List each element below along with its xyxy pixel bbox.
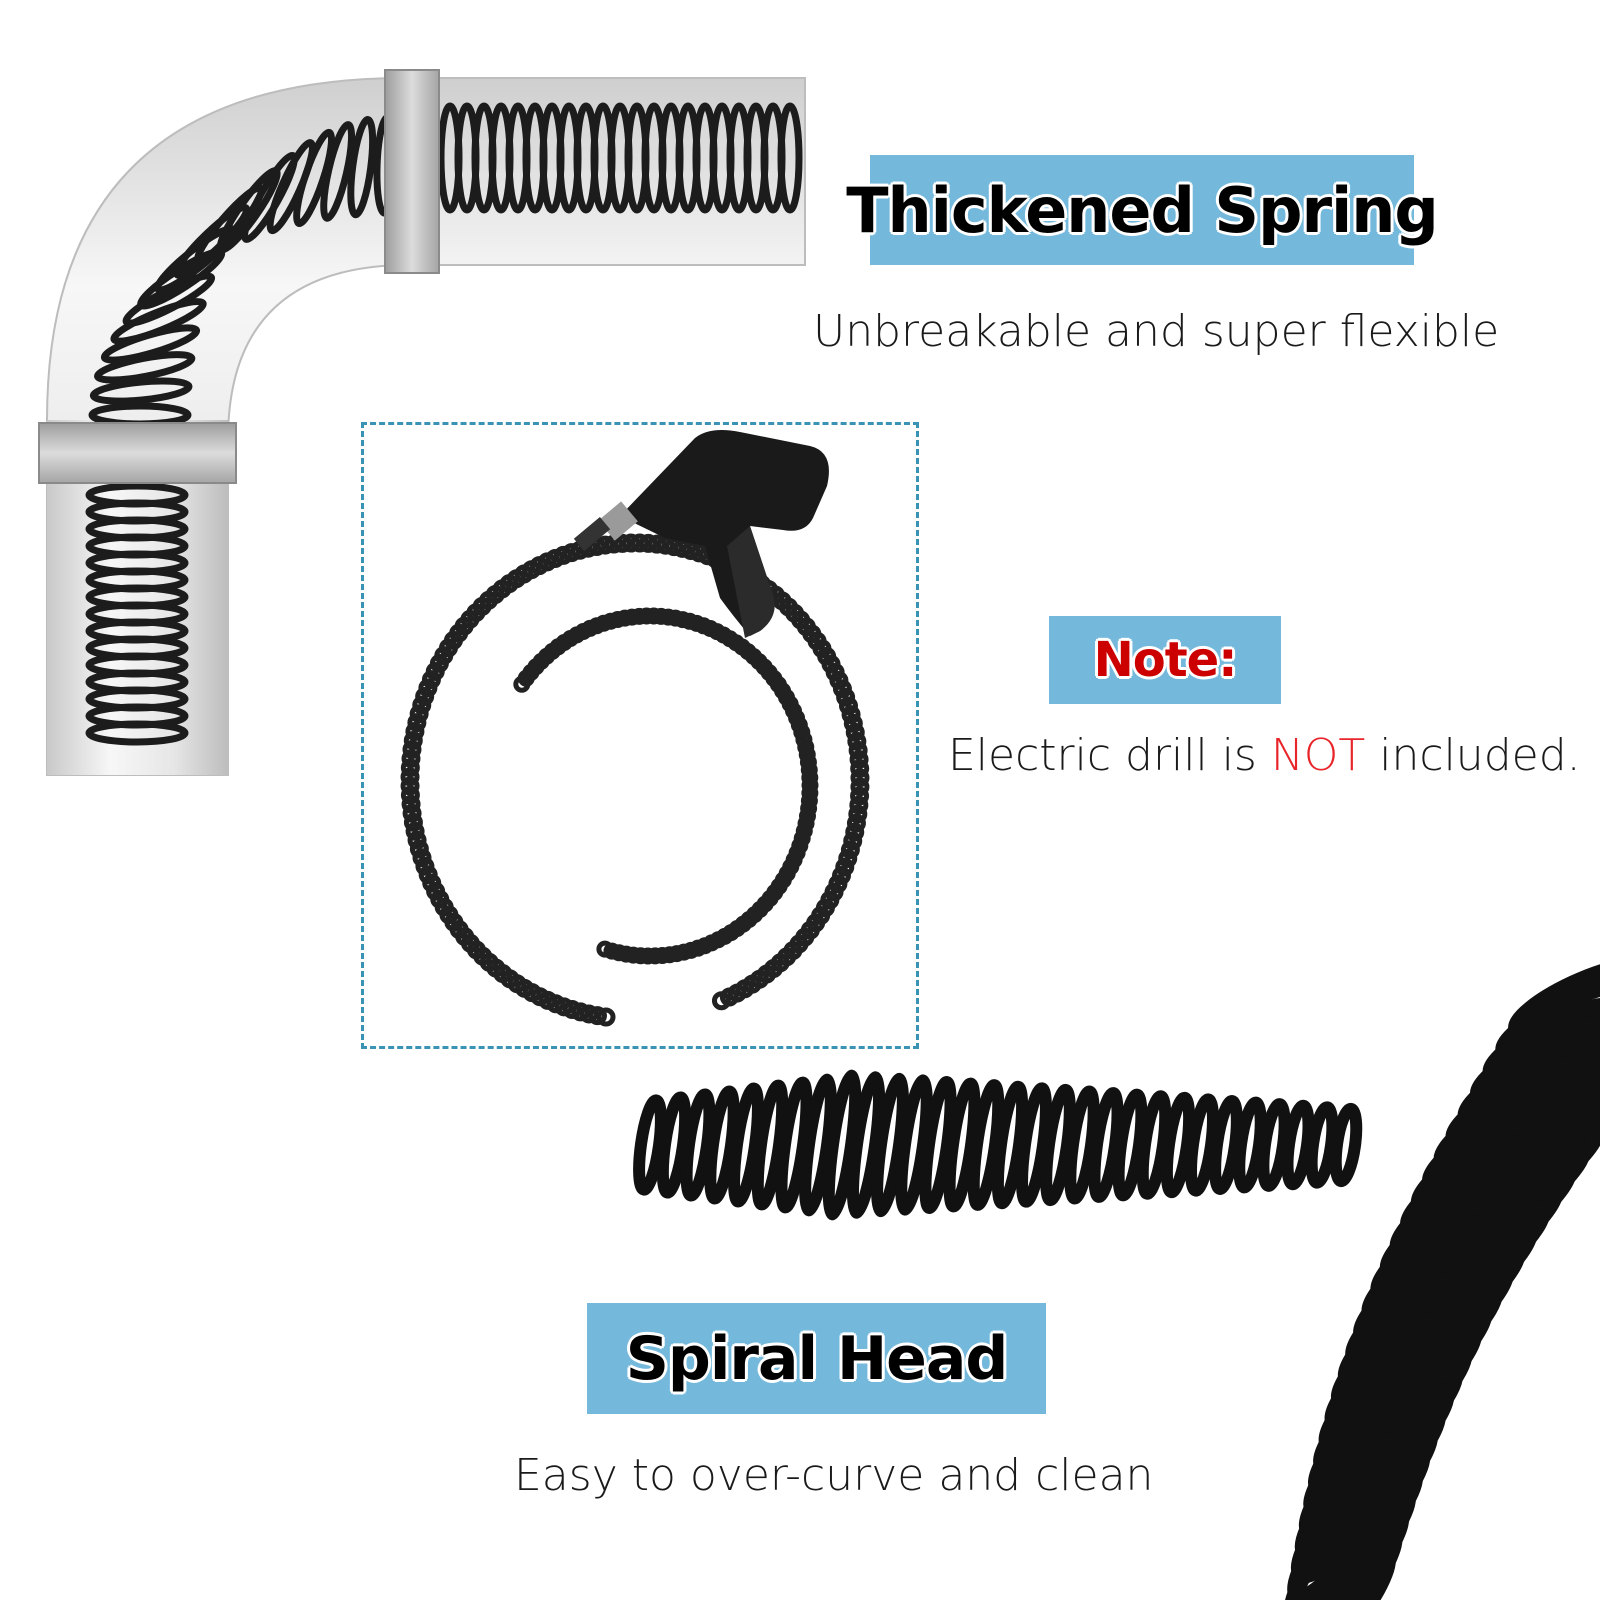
note-label: Note: (1049, 616, 1281, 704)
drill-illustration-frame (361, 422, 919, 1049)
drill-icon (573, 430, 829, 638)
thickened-spring-label: Thickened Spring (846, 155, 1439, 265)
spiral-head-label: Spiral Head (587, 1303, 1046, 1414)
spiral-head-spring-illustration (633, 958, 1600, 1600)
coiled-spring-cable (400, 533, 870, 1027)
spiral-head-heading: Spiral Head (625, 1323, 1009, 1394)
electric-drill-illustration (400, 430, 870, 1027)
spiral-head-coils (633, 1069, 1363, 1221)
elbow-pipe-illustration (38, 69, 806, 776)
thickened-spring-heading: Thickened Spring (846, 173, 1439, 247)
spiral-head-caption: Easy to over-curve and clean (514, 1450, 1154, 1501)
large-spring-coils (1283, 958, 1600, 1600)
note-caption-start: Electric drill is (948, 730, 1271, 781)
note-heading: Note: (1093, 632, 1238, 688)
spring-coils-in-pipe (85, 102, 803, 746)
thickened-spring-caption: Unbreakable and super flexible (813, 306, 1500, 357)
note-caption: Electric drill is NOT included. (948, 730, 1581, 781)
note-caption-end: included. (1365, 730, 1581, 781)
note-caption-not: NOT (1270, 730, 1366, 781)
